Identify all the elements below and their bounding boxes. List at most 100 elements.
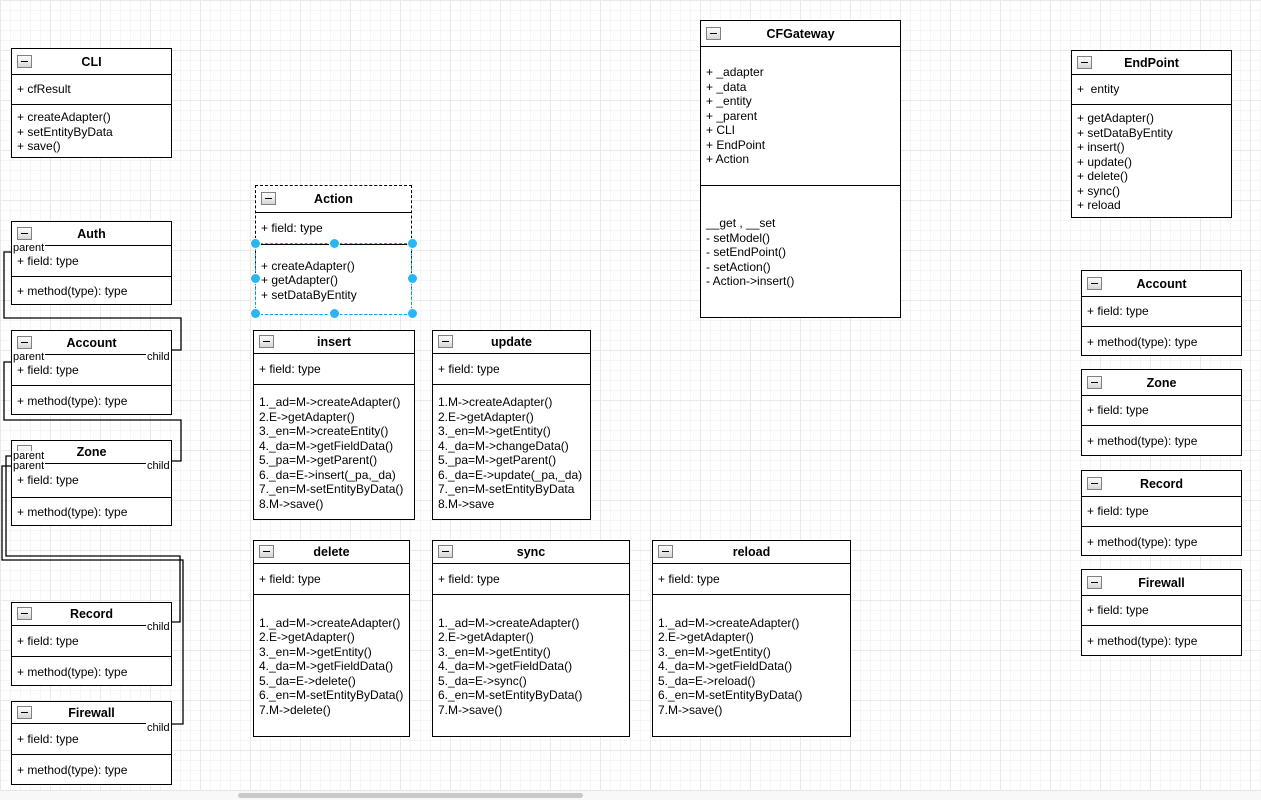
scrollbar-thumb[interactable]	[238, 793, 583, 798]
collapse-icon[interactable]	[1087, 276, 1102, 290]
collapse-icon[interactable]	[17, 607, 32, 620]
class-box-record-right[interactable]: Record+ field: type+ method(type): type	[1081, 470, 1242, 556]
collapse-icon[interactable]	[17, 54, 32, 68]
selection-handle[interactable]	[408, 239, 417, 248]
class-box-auth[interactable]: Auth+ field: type+ method(type): type	[11, 221, 172, 305]
edge-label-parent[interactable]: parent	[12, 242, 46, 254]
class-section: + field: type	[12, 354, 171, 385]
class-member: 4._da=M->getFieldData()	[438, 659, 573, 674]
collapse-icon[interactable]	[17, 335, 32, 349]
class-member: 2.E->getAdapter()	[438, 409, 534, 424]
class-title-bar: reload	[653, 541, 850, 563]
edge-label-parent[interactable]: parent	[12, 460, 46, 472]
class-member: + setEntityByData	[17, 124, 113, 139]
selection-handle[interactable]	[330, 239, 339, 248]
edge-label-child[interactable]: child	[146, 621, 171, 633]
selection-handle[interactable]	[330, 309, 339, 318]
class-section: __get , __set- setModel()- setEndPoint()…	[701, 185, 900, 319]
class-box-firewall-left[interactable]: Firewall+ field: type+ method(type): typ…	[11, 701, 172, 785]
collapse-icon[interactable]	[17, 226, 32, 240]
class-member: + _parent	[706, 108, 758, 123]
class-title: EndPoint	[1124, 55, 1179, 70]
edge-account-zone[interactable]	[3, 361, 182, 462]
class-title-bar: Record	[12, 603, 171, 625]
collapse-icon[interactable]	[1087, 476, 1102, 490]
class-member: 5._pa=M->getParent()	[259, 453, 378, 467]
class-box-account-right[interactable]: Account+ field: type+ method(type): type	[1081, 270, 1242, 356]
class-member: + insert()	[1077, 140, 1125, 155]
class-box-cfgateway[interactable]: CFGateway+ _adapter+ _data+ _entity+ _pa…	[700, 20, 901, 318]
class-title: Account	[66, 335, 117, 350]
collapse-icon[interactable]	[706, 26, 721, 40]
collapse-icon[interactable]	[259, 335, 274, 348]
class-member: 6._da=E->update(_pa,_da)	[438, 467, 583, 482]
edge-label-child[interactable]: child	[146, 351, 171, 363]
collapse-icon[interactable]	[1087, 575, 1102, 589]
class-member: + field: type	[17, 362, 79, 377]
edge-zone-record[interactable]	[5, 455, 181, 623]
edge-label-child[interactable]: child	[146, 722, 171, 734]
class-title-bar: insert	[254, 331, 414, 353]
class-section: + field: type	[12, 625, 171, 656]
collapse-icon[interactable]	[17, 705, 32, 719]
class-title-bar: CFGateway	[701, 21, 900, 46]
class-box-record-left[interactable]: Record+ field: type + method(type): type	[11, 602, 172, 686]
class-member: + field: type	[261, 221, 323, 236]
class-box-firewall-right[interactable]: Firewall+ field: type+ method(type): typ…	[1081, 569, 1242, 656]
collapse-icon[interactable]	[1077, 55, 1092, 69]
class-member: + method(type): type	[17, 664, 128, 679]
class-member: 6._en=M-setEntityByData()	[438, 688, 583, 703]
class-title: Zone	[1146, 375, 1177, 390]
selection-handle[interactable]	[408, 274, 417, 283]
horizontal-scrollbar[interactable]	[0, 790, 1261, 800]
collapse-icon[interactable]	[438, 335, 453, 348]
class-member: + sync()	[1077, 183, 1121, 198]
class-member: 2.E->getAdapter()	[259, 630, 355, 645]
collapse-icon[interactable]	[658, 545, 673, 558]
class-title-bar: Action	[256, 186, 411, 212]
class-box-zone-right[interactable]: Zone+ field: type+ method(type): type	[1081, 369, 1242, 456]
class-box-action[interactable]: Action + field: type + createAdapter()+ ge…	[251, 185, 417, 318]
class-member: + field: type	[17, 253, 79, 268]
class-section: 1._ad=M->createAdapter()2.E->getAdapter(…	[254, 384, 414, 521]
class-member: 3._en=M->getEntity()	[438, 644, 551, 659]
class-member: + setDataByEntity	[261, 287, 357, 302]
class-member: + method(type): type	[1087, 334, 1198, 349]
edge-zone-firewall[interactable]	[1, 465, 184, 725]
collapse-icon[interactable]	[259, 545, 274, 558]
selection-handle[interactable]	[251, 309, 260, 318]
class-title: Account	[1136, 276, 1187, 291]
edge-label-parent[interactable]: parent	[12, 450, 46, 462]
class-member: - setAction()	[706, 259, 771, 274]
class-member: + field: type	[438, 361, 500, 376]
collapse-icon[interactable]	[261, 192, 276, 205]
class-member: 5._da=E->sync()	[438, 673, 527, 688]
class-section: + field: type	[1082, 395, 1241, 425]
class-section: + getAdapter()+ setDataByEntity+ insert(…	[1072, 104, 1231, 219]
edge-label-parent[interactable]: parent	[12, 351, 46, 363]
class-title: sync	[516, 545, 546, 559]
edge-label-child[interactable]: child	[146, 460, 171, 472]
class-member: - Action->insert()	[706, 274, 795, 289]
class-member: __get , __set	[706, 216, 776, 231]
selection-handle[interactable]	[251, 239, 260, 248]
class-box-cli[interactable]: CLI+ cfResult+ createAdapter()+ setEntit…	[11, 48, 172, 158]
class-title: insert	[316, 335, 352, 349]
class-member: - setModel()	[706, 230, 771, 245]
class-section: + createAdapter()+ getAdapter()+ setData…	[256, 244, 411, 316]
selection-handle[interactable]	[251, 274, 260, 283]
collapse-icon[interactable]	[1087, 375, 1102, 389]
collapse-icon[interactable]	[438, 545, 453, 558]
class-box-endpoint[interactable]: EndPoint+ entity+ getAdapter()+ setDataB…	[1071, 50, 1232, 218]
edge-auth-account[interactable]	[3, 251, 182, 351]
class-box-account-left[interactable]: Account+ field: type+ method(type): type	[11, 330, 172, 415]
selection-handle[interactable]	[408, 309, 417, 318]
class-member: 7.M->save()	[438, 702, 503, 717]
class-title: Firewall	[1138, 575, 1185, 590]
